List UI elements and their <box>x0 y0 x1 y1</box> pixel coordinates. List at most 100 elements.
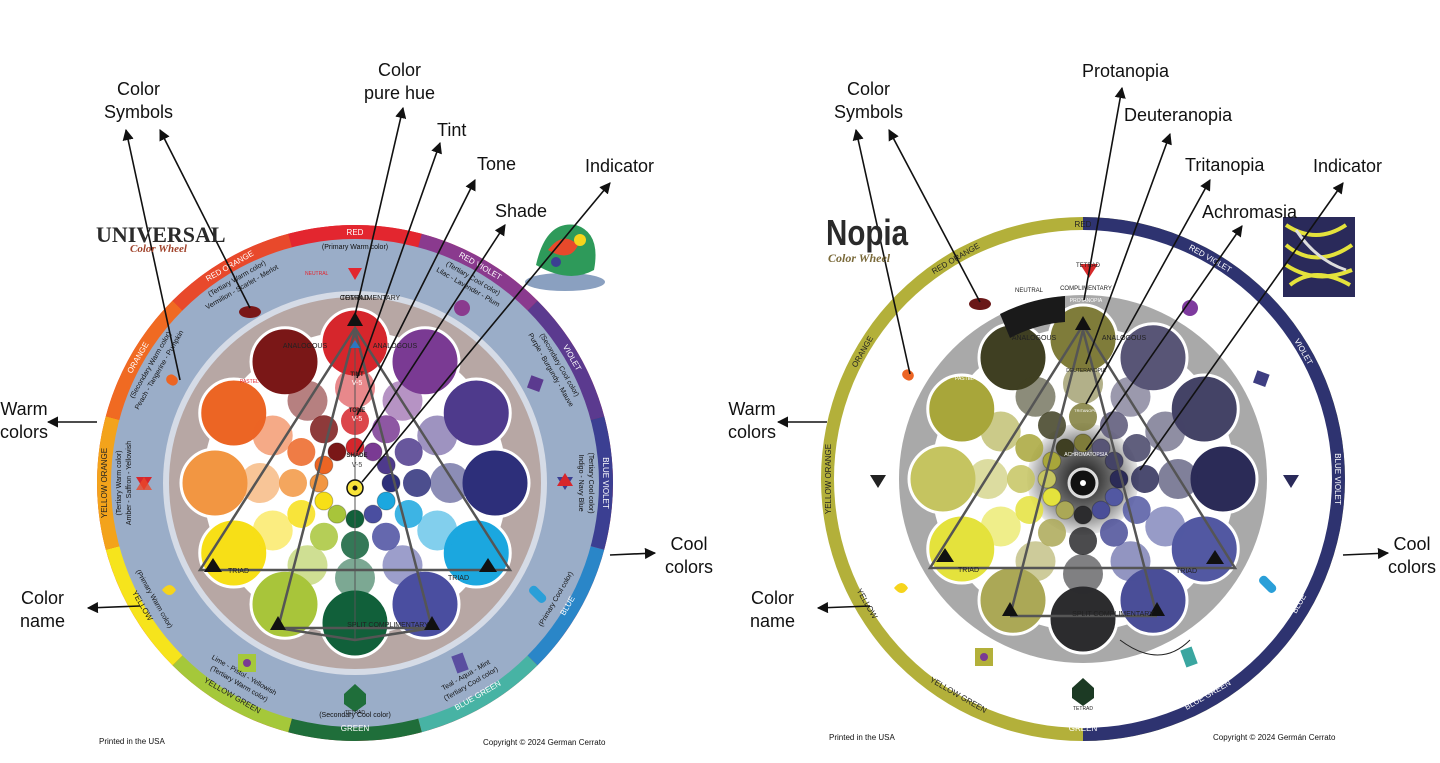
left-tone-circle <box>372 415 400 443</box>
right-tone-circle <box>1038 519 1066 547</box>
left-tone-circle <box>403 469 431 497</box>
left-callout-cool-l2: colors <box>665 556 713 579</box>
left-shade-circle <box>328 505 346 523</box>
left-footer-printed: Printed in the USA <box>99 737 165 746</box>
right-callout-cool-l1: Cool <box>1388 533 1436 556</box>
left-callout-pure-hue: Color pure hue <box>364 59 435 105</box>
right-tint-circle <box>1145 507 1185 547</box>
left-complimentary-label: COMPLIMENTARY <box>340 295 401 302</box>
right-callout-indicator: Indicator <box>1313 155 1382 178</box>
left-tone-vs: V-5 <box>352 416 363 423</box>
right-tint-circle <box>1111 377 1151 417</box>
left-shade-circle <box>377 492 395 510</box>
right-callout-color-name-l1: Color <box>750 587 795 610</box>
right-tone-circle <box>1007 465 1035 493</box>
left-tone-circle <box>372 523 400 551</box>
right-shade-circle <box>1074 506 1092 524</box>
right-tetrad-label-top: TETRAD <box>1076 263 1101 269</box>
right-neutral-label: NEUTRAL <box>1015 288 1044 294</box>
left-callout-color-symbols: Color Symbols <box>104 78 173 124</box>
left-ring-desc-blue-violet: (Tertiary Cool color) <box>587 452 594 513</box>
right-shade-circle <box>1105 488 1123 506</box>
left-artwork-thumbnail <box>525 225 605 292</box>
left-ring-label-blue-violet: BLUE VIOLET <box>601 457 610 509</box>
right-tint-circle <box>981 507 1021 547</box>
right-triad-label-r: TRIAD <box>1176 568 1197 575</box>
right-callout-warm: Warm colors <box>728 398 776 444</box>
right-protanopia-label: PROTANOPIA <box>1070 298 1103 304</box>
left-main-hue-circle <box>461 449 529 517</box>
left-ring-label-red: RED <box>347 228 364 237</box>
left-wheel: TETRAD COMPLIMENTARY ANALOGOUS ANALOGOUS… <box>97 225 613 741</box>
left-callout-warm-l1: Warm <box>0 398 48 421</box>
right-callout-color-symbols: Color Symbols <box>834 78 903 124</box>
left-shade-label: SHADE <box>346 453 367 459</box>
right-callout-deuteranopia: Deuteranopia <box>1124 104 1232 127</box>
right-callout-color-symbols-l1: Color <box>834 78 903 101</box>
left-analogous-label-l: ANALOGOUS <box>283 343 328 350</box>
right-ring-label-yellow-orange: YELLOW ORANGE <box>824 444 833 514</box>
right-shade-circle <box>1092 501 1110 519</box>
left-callout-warm: Warm colors <box>0 398 48 444</box>
right-shade-circle <box>1056 501 1074 519</box>
right-brand-subtitle: Color Wheel <box>828 251 890 266</box>
right-tint-circle <box>968 459 1008 499</box>
right-tetrad-label-bottom: TETRAD <box>1073 706 1093 712</box>
left-callout-color-name-l2: name <box>20 610 65 633</box>
left-shade-vs: V-5 <box>352 462 363 469</box>
left-tint-circle <box>253 511 293 551</box>
left-main-hue-circle <box>181 449 249 517</box>
right-brand-logo: Nopia <box>826 212 908 254</box>
left-callout-cool: Cool colors <box>665 533 713 579</box>
left-ring-desc-red: (Primary Warm color) <box>322 244 388 251</box>
right-tint-circle <box>1063 554 1103 594</box>
left-callout-indicator: Indicator <box>585 155 654 178</box>
right-tint-circle <box>1016 377 1056 417</box>
left-ring-ex-blue-violet: Indigo - Navy Blue <box>577 454 584 511</box>
left-ring-label-green: GREEN <box>341 724 370 733</box>
left-tone-circle <box>395 438 423 466</box>
right-callout-color-symbols-l2: Symbols <box>834 101 903 124</box>
right-triad-label-l: TRIAD <box>958 567 979 574</box>
left-callout-pure-hue-l2: pure hue <box>364 82 435 105</box>
left-ring-label-yellow-orange: YELLOW ORANGE <box>100 448 109 518</box>
left-callout-tone: Tone <box>477 153 516 176</box>
right-tint-circle <box>1145 412 1185 452</box>
right-tone-circle <box>1015 434 1043 462</box>
left-shade-circle <box>364 505 382 523</box>
right-analogous-label-l: ANALOGOUS <box>1012 335 1057 342</box>
right-callout-warm-l1: Warm <box>728 398 776 421</box>
right-main-hue-circle <box>1049 585 1117 653</box>
right-callout-color-name-l2: name <box>750 610 795 633</box>
left-callout-pure-hue-l1: Color <box>364 59 435 82</box>
right-callout-cool-l2: colors <box>1388 556 1436 579</box>
left-tone-circle <box>279 469 307 497</box>
right-deuteranopia-label: DEUTERANOPIA <box>1066 368 1106 374</box>
left-neutral-label: NEUTRAL <box>305 271 329 277</box>
left-ring-ex-yellow-orange: Amber - Saffron - Yellowish <box>126 441 133 525</box>
right-split-label: SPLIT COMPLIMENTARY <box>1072 611 1154 618</box>
left-analogous-label-r: ANALOGOUS <box>373 343 418 350</box>
left-shade-circle <box>315 492 333 510</box>
right-artwork-thumbnail <box>1283 217 1355 297</box>
right-ring-label-green: GREEN <box>1069 724 1098 733</box>
right-footer-printed: Printed in the USA <box>829 733 895 742</box>
left-shade-circle <box>328 443 346 461</box>
left-callout-warm-l2: colors <box>0 421 48 444</box>
right-tone-circle <box>1131 465 1159 493</box>
right-callout-cool: Cool colors <box>1388 533 1436 579</box>
right-main-hue-circle <box>1189 445 1257 513</box>
left-ring-desc-yellow-orange: (Tertiary Warm color) <box>116 450 123 515</box>
right-callout-achromasia: Achromasia <box>1202 201 1297 224</box>
right-main-hue-circle <box>909 445 977 513</box>
left-triad-label-l: TRIAD <box>228 568 249 575</box>
right-shade-circle <box>1074 434 1092 452</box>
right-ring-label-blue-violet: BLUE VIOLET <box>1333 453 1342 505</box>
right-tint-circle <box>1111 541 1151 581</box>
left-tone-circle <box>287 438 315 466</box>
left-pastel-label: PASTEL <box>240 379 259 385</box>
left-callout-color-symbols-l2: Symbols <box>104 101 173 124</box>
left-brand-subtitle: Color Wheel <box>130 243 187 255</box>
left-tint-vs: V-5 <box>352 380 363 387</box>
right-footer-copyright: Copyright © 2024 Germán Cerrato <box>1213 733 1335 742</box>
